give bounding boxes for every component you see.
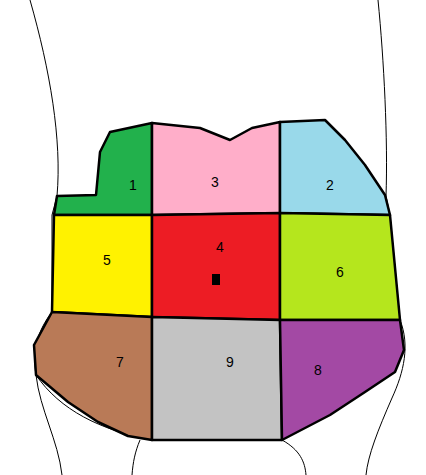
region-number: 3 <box>211 175 219 189</box>
region-fill <box>152 317 282 440</box>
region-fill <box>152 122 280 215</box>
abdominal-region: 5 <box>52 215 152 317</box>
abdominal-region: 6 <box>280 213 400 320</box>
region-fill <box>34 312 152 440</box>
region-shape <box>152 122 280 215</box>
region-fill <box>152 213 280 320</box>
region-number: 7 <box>116 355 124 369</box>
region-shape <box>280 120 390 215</box>
abdominal-region: 3 <box>152 122 280 215</box>
abdominal-region: 9 <box>152 317 282 440</box>
region-shape <box>54 123 152 215</box>
body-contour <box>132 440 140 475</box>
region-fill <box>54 123 152 215</box>
abdominal-region: 1 <box>54 123 152 215</box>
abdominal-region: 7 <box>34 312 152 440</box>
region-number: 6 <box>336 265 344 279</box>
region-number: 8 <box>314 363 322 377</box>
region-number: 5 <box>103 253 111 267</box>
region-number: 2 <box>326 178 334 192</box>
navel-mark <box>212 274 220 285</box>
abdominal-region: 8 <box>280 320 404 440</box>
region-shape <box>280 320 404 440</box>
abdominal-region: 4 <box>152 213 280 320</box>
abdominal-region: 2 <box>280 120 390 215</box>
region-fill <box>280 213 400 320</box>
region-shape <box>52 215 152 317</box>
region-fill <box>52 215 152 317</box>
region-shape <box>34 312 152 440</box>
region-fill <box>280 120 390 215</box>
region-shape <box>152 317 282 440</box>
region-fill <box>280 320 404 440</box>
region-number: 4 <box>216 240 224 254</box>
region-shape <box>152 213 280 320</box>
region-number: 9 <box>226 355 234 369</box>
body-contour <box>282 440 306 475</box>
region-number: 1 <box>129 178 137 192</box>
